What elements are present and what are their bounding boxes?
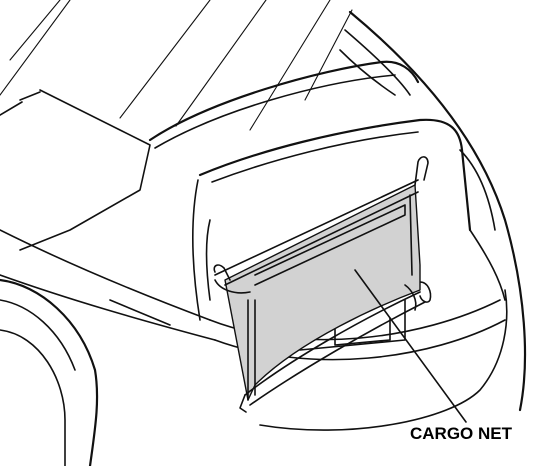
vehicle-body-outline	[0, 10, 527, 466]
cargo-net	[213, 156, 429, 413]
cargo-net-mesh	[224, 184, 421, 401]
cargo-net-label: CARGO NET	[410, 424, 512, 443]
roof-lines	[0, 0, 353, 131]
callout-leader-line	[354, 269, 467, 423]
